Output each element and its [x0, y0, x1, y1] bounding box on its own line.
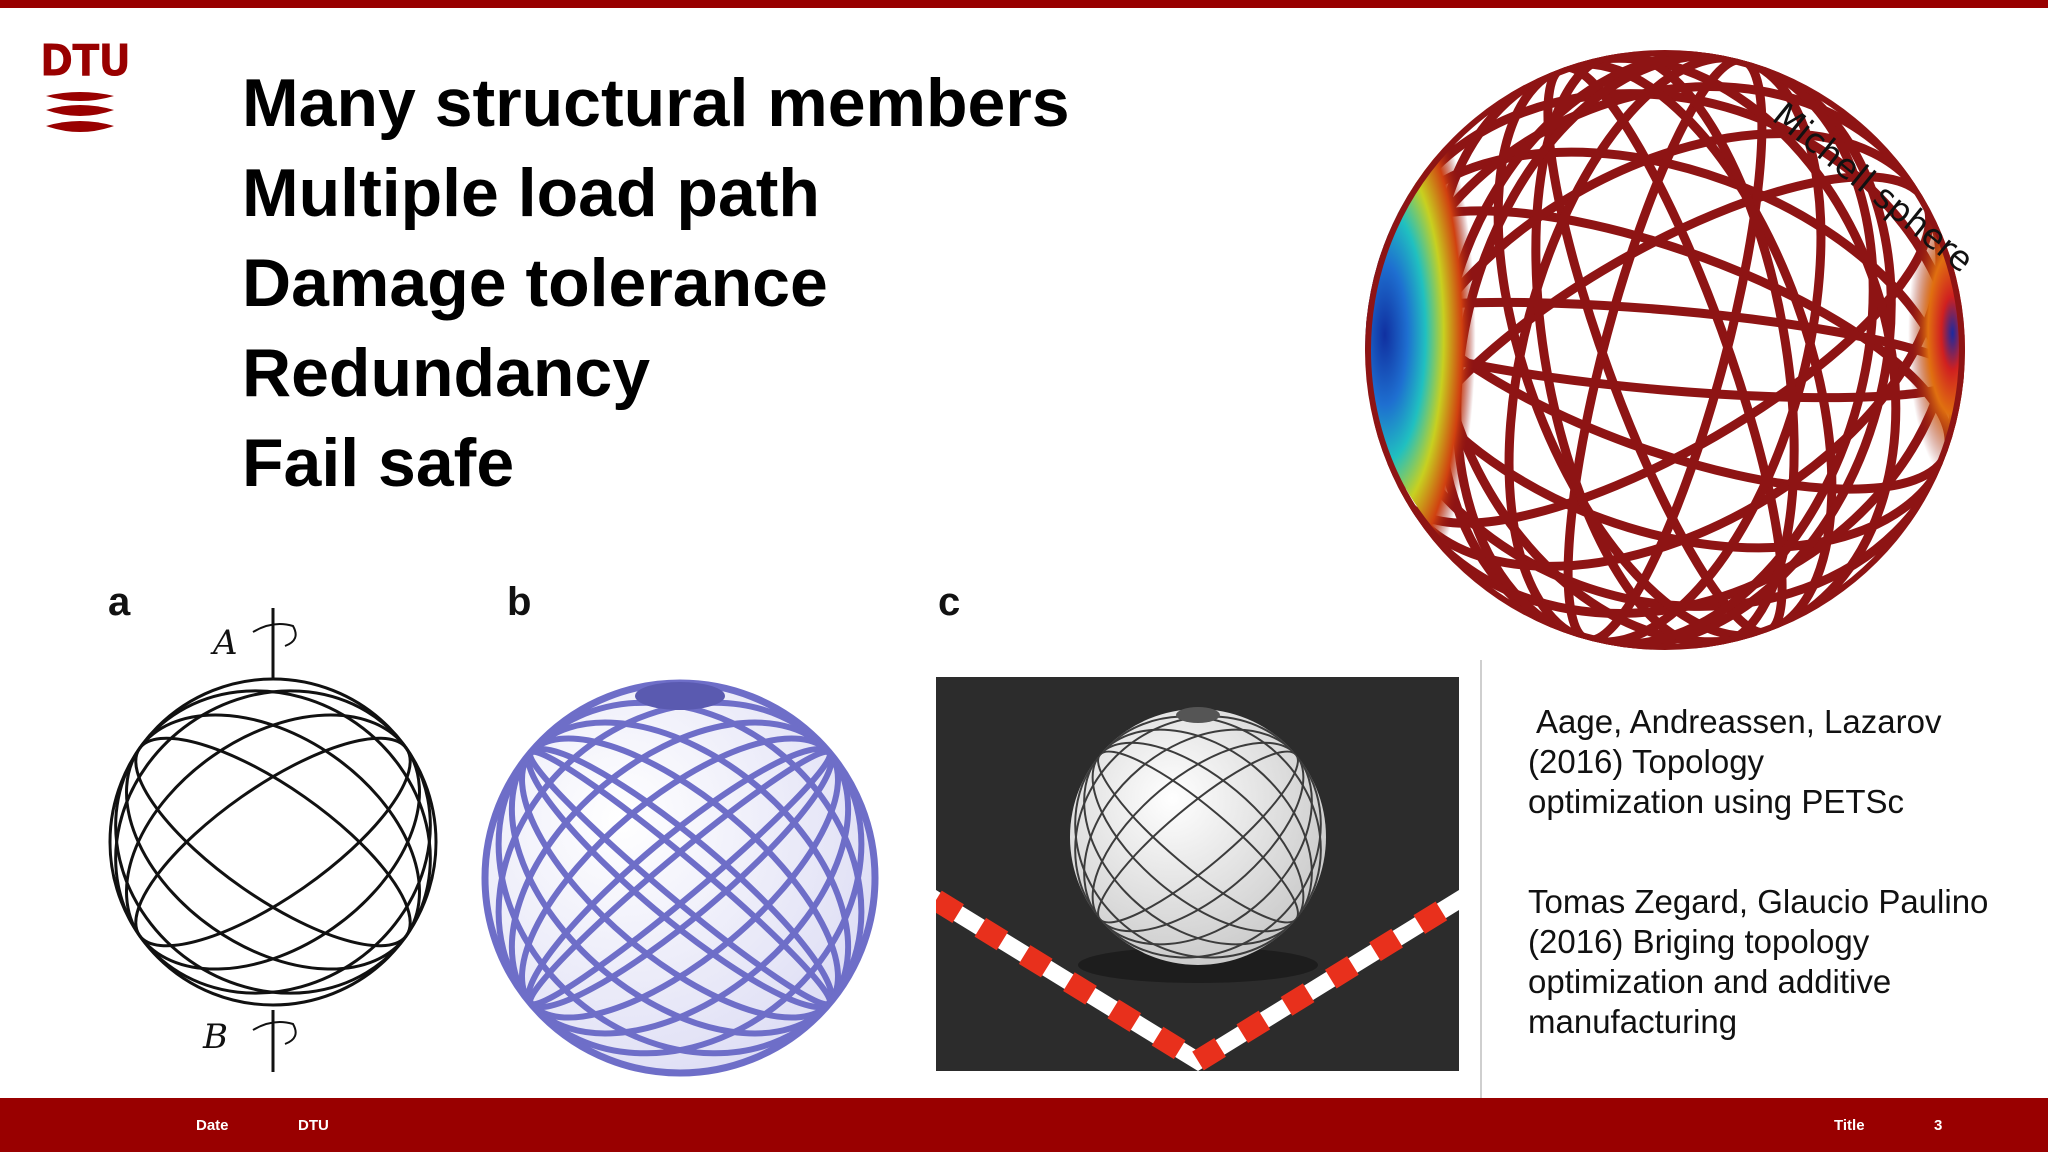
bullet-item: Redundancy [242, 335, 651, 411]
bullet-item: Multiple load path [242, 155, 820, 231]
footer-org: DTU [298, 1117, 329, 1134]
bullet-item: Damage tolerance [242, 245, 828, 321]
footer-page-number: 3 [1934, 1117, 1943, 1134]
reference-line: manufacturing [1528, 1003, 1738, 1040]
reference-line: Aage, Andreassen, Lazarov [1536, 703, 1942, 740]
blue-lattice-sphere-figure [481, 679, 879, 1077]
reference-line: optimization using PETSc [1528, 783, 1905, 820]
reference-line: (2016) Topology [1528, 743, 1765, 780]
panel-label-a: a [108, 580, 131, 624]
reference-aage: Aage, Andreassen, Lazarov (2016) Topolog… [1528, 702, 2028, 822]
logo-waves-icon [46, 92, 114, 132]
reference-line: (2016) Briging topology [1528, 923, 1870, 960]
printed-sphere-photo [936, 677, 1459, 1071]
vertical-divider [1480, 660, 1482, 1098]
footer-bar: Date DTU Title 3 [0, 1098, 2048, 1152]
bullet-item: Many structural members [242, 65, 1070, 141]
footer-title: Title [1834, 1117, 1865, 1134]
reference-zegard: Tomas Zegard, Glaucio Paulino (2016) Bri… [1528, 882, 2028, 1042]
top-accent-bar [0, 0, 2048, 8]
panel-label-b: b [507, 580, 532, 624]
bullet-item: Fail safe [242, 425, 515, 501]
panel-label-c: c [938, 580, 961, 624]
footer-date: Date [196, 1117, 229, 1134]
michell-sphere-figure [1365, 50, 1965, 650]
axis-label-a: A [210, 623, 238, 663]
reference-line: optimization and additive [1528, 963, 1892, 1000]
axis-label-b: B [202, 1017, 228, 1057]
logo-text: DTU [40, 35, 131, 87]
wireframe-sphere-figure: A B [108, 608, 438, 1072]
bullet-list: Many structural members Multiple load pa… [242, 58, 1070, 508]
reference-line: Tomas Zegard, Glaucio Paulino [1528, 883, 1989, 920]
dtu-logo: DTU [40, 35, 131, 150]
